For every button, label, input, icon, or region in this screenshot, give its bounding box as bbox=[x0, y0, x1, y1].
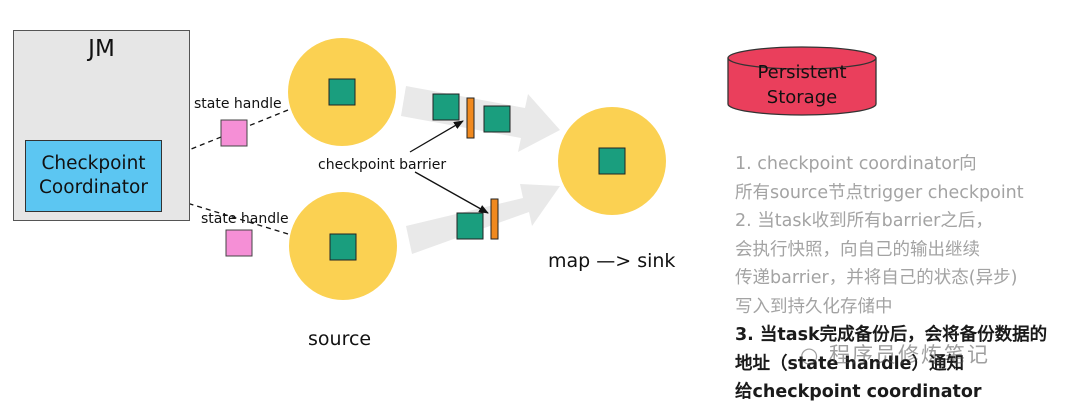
wechat-icon: ○ bbox=[800, 343, 821, 367]
state-handle-square bbox=[225, 229, 253, 257]
state-handle-label: state handle bbox=[194, 96, 282, 112]
barrier-marker bbox=[466, 97, 475, 139]
note-line: 会执行快照，向自己的输出继续 bbox=[735, 239, 980, 260]
persistent-storage-cylinder bbox=[727, 58, 877, 116]
note-line: 3. 当task完成备份后，会将备份数据的 bbox=[735, 325, 1048, 345]
flow-arrow-top bbox=[401, 86, 560, 152]
note-line: 传递barrier，并将自己的状态(异步) bbox=[735, 268, 1018, 288]
record-square bbox=[598, 147, 626, 175]
checkpoint-coordinator-label: Checkpoint Coordinator bbox=[39, 153, 148, 198]
checkpoint-barrier-label: checkpoint barrier bbox=[318, 157, 447, 173]
barrier-marker bbox=[490, 198, 499, 240]
watermark-text: 程序员修炼笔记 bbox=[829, 343, 991, 367]
record-square bbox=[328, 78, 356, 106]
checkpoint-coordinator-box: Checkpoint Coordinator bbox=[25, 140, 162, 212]
note-line: 给checkpoint coordinator bbox=[735, 382, 982, 402]
note-line: 2. 当task收到所有barrier之后， bbox=[735, 211, 993, 231]
record-square bbox=[483, 105, 511, 133]
note-line: 所有source节点trigger checkpoint bbox=[735, 182, 1024, 203]
record-square bbox=[456, 212, 484, 240]
watermark: ○ 程序员修炼笔记 bbox=[800, 339, 990, 369]
persistent-storage-top bbox=[727, 46, 877, 70]
note-line: 写入到持久化存储中 bbox=[735, 296, 893, 317]
jobmanager-title: JM bbox=[88, 36, 115, 62]
map-sink-label: map —> sink bbox=[548, 250, 676, 272]
note-line: 1. checkpoint coordinator向 bbox=[735, 154, 977, 174]
barrier-pointer-arrow bbox=[414, 171, 489, 214]
source-label: source bbox=[308, 328, 372, 350]
state-handle-square bbox=[220, 119, 248, 147]
barrier-pointer-arrow bbox=[409, 120, 464, 153]
state-handle-label: state handle bbox=[201, 211, 289, 227]
process-notes: 1. checkpoint coordinator向 所有source节点tri… bbox=[735, 150, 1075, 407]
record-square bbox=[432, 93, 460, 121]
persistent-storage-label: Persistent Storage bbox=[757, 62, 847, 108]
record-square bbox=[329, 233, 357, 261]
note-line: 地址（state handle）通知 bbox=[735, 353, 965, 374]
